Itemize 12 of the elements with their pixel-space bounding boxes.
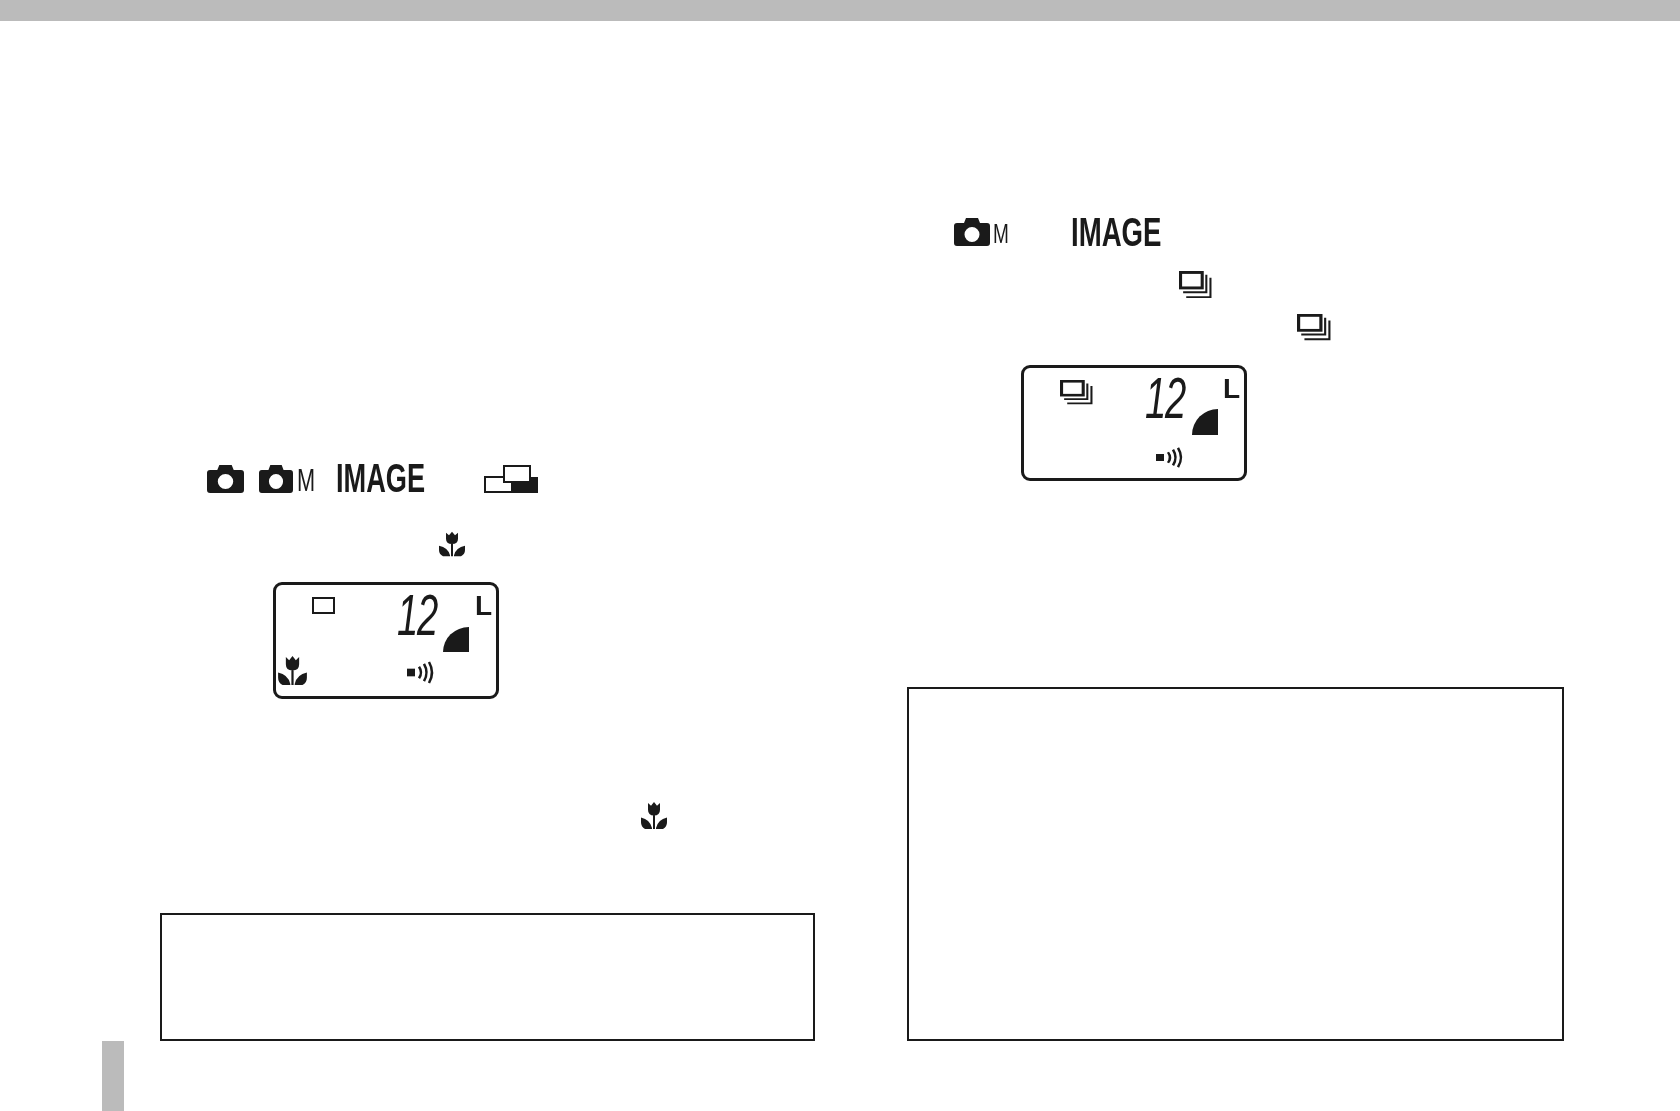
- lcd-letter: L: [1223, 375, 1241, 403]
- lcd-digits: 12: [397, 586, 437, 644]
- lcd-panel: [273, 582, 499, 699]
- menu-heading: IMAGE: [336, 458, 426, 498]
- lcd-panel: [1021, 365, 1247, 481]
- lcd-digits: 12: [1145, 369, 1185, 427]
- mode-letter: M: [993, 220, 1009, 248]
- note-box: [907, 687, 1564, 1041]
- mode-letter: M: [297, 464, 316, 496]
- menu-heading: IMAGE: [1071, 212, 1162, 252]
- note-box: [160, 913, 815, 1041]
- lcd-letter: L: [475, 592, 493, 620]
